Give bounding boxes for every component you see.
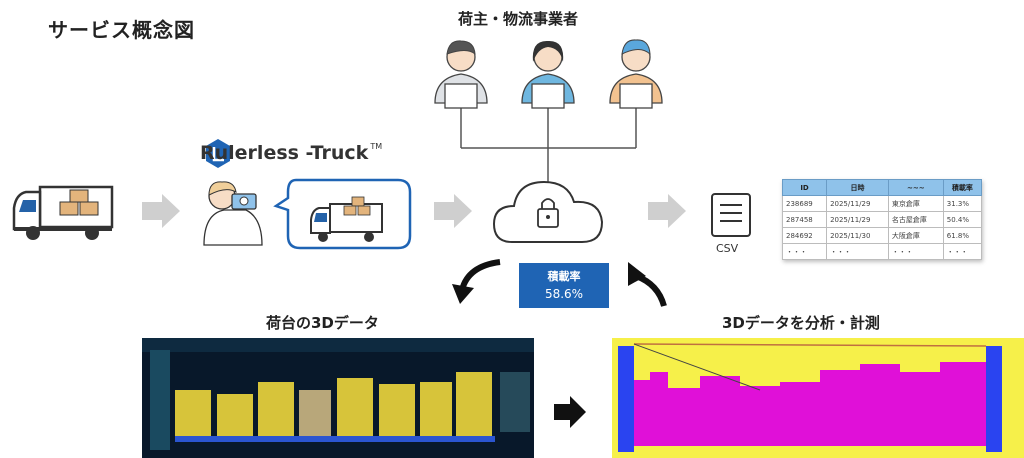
csv-label: CSV — [716, 242, 739, 255]
table-cell: 50.4% — [942, 211, 983, 228]
person-icon — [521, 40, 575, 109]
table-row: 284692 2025/11/30 大阪倉庫 61.8% — [781, 227, 983, 244]
truck-icon — [12, 185, 114, 240]
table-cell: 東京倉庫 — [887, 195, 944, 212]
load-ratio-box: 積載率 58.6% — [519, 263, 609, 308]
table-row: 238689 2025/11/29 東京倉庫 31.3% — [781, 195, 983, 212]
results-table: ID 日時 ~~~ 積載率 238689 2025/11/29 東京倉庫 31.… — [781, 179, 983, 260]
analysis-image — [612, 338, 1024, 458]
table-cell: 大阪倉庫 — [887, 227, 944, 244]
person-icon — [609, 39, 663, 109]
table-header: ~~~ — [887, 179, 944, 196]
table-cell: 2025/11/29 — [826, 211, 889, 228]
table-cell: 287458 — [781, 211, 828, 228]
process-arrow-icon — [554, 396, 586, 428]
table-cell: ・・・ — [942, 243, 983, 260]
3d-data-caption: 荷台の3Dデータ — [266, 314, 379, 332]
rulerless-logo-icon — [206, 139, 230, 168]
table-header: ID — [781, 179, 828, 196]
table-cell: 2025/11/30 — [826, 227, 889, 244]
table-cell: 284692 — [781, 227, 828, 244]
table-header-row: ID 日時 ~~~ 積載率 — [781, 179, 983, 196]
cloud-lock-icon — [492, 180, 604, 243]
table-row: 287458 2025/11/29 名古屋倉庫 50.4% — [781, 211, 983, 228]
analysis-caption: 3Dデータを分析・計測 — [722, 314, 880, 332]
diagram-title: サービス概念図 — [48, 18, 195, 42]
table-row: ・・・ ・・・ ・・・ ・・・ — [781, 243, 983, 260]
truck-icon — [310, 196, 383, 242]
network-lines — [460, 108, 637, 185]
flow-arrow-icon — [142, 194, 686, 228]
curved-arrow-icon — [452, 259, 501, 304]
table-cell: 61.8% — [942, 227, 983, 244]
stakeholders-label: 荷主・物流事業者 — [457, 10, 578, 28]
table-cell: ・・・ — [781, 243, 828, 260]
table-cell: ・・・ — [826, 243, 889, 260]
table-cell: 名古屋倉庫 — [887, 211, 944, 228]
table-cell: 31.3% — [942, 195, 983, 212]
table-cell: 238689 — [781, 195, 828, 212]
load-ratio-value: 58.6% — [544, 287, 584, 301]
person-icon — [434, 40, 488, 109]
csv-file-icon — [711, 193, 751, 237]
photographer-icon — [203, 181, 263, 246]
table-cell: ・・・ — [887, 243, 944, 260]
curved-arrow-icon — [628, 262, 667, 307]
table-header: 日時 — [826, 179, 889, 196]
load-ratio-label: 積載率 — [547, 270, 581, 283]
table-cell: 2025/11/29 — [826, 195, 889, 212]
3d-data-image — [142, 338, 534, 458]
table-header: 積載率 — [942, 179, 983, 196]
